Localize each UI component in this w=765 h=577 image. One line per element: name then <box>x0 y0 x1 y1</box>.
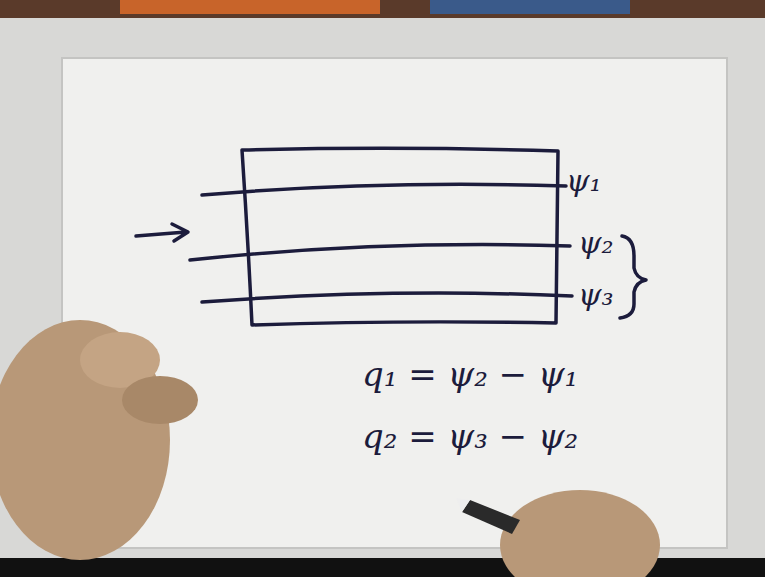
flow-equation: q₂ = ψ₃ − ψ₂ <box>362 418 578 455</box>
header-band <box>120 0 380 14</box>
header-band <box>430 0 630 14</box>
right-hand <box>456 490 660 577</box>
flow-arrow <box>136 224 188 241</box>
brace <box>620 236 646 318</box>
streamfunction-label: ψ₃ <box>578 278 614 311</box>
streamfunction-label: ψ₂ <box>578 226 614 259</box>
flow-equation: q₁ = ψ₂ − ψ₁ <box>362 356 578 393</box>
flow-region-box <box>242 148 558 325</box>
left-hand <box>0 320 198 560</box>
streamline <box>190 245 570 260</box>
streamfunction-label: ψ₁ <box>566 164 602 197</box>
streamline <box>202 293 572 302</box>
header-strip <box>0 0 765 18</box>
streamline <box>202 184 566 195</box>
